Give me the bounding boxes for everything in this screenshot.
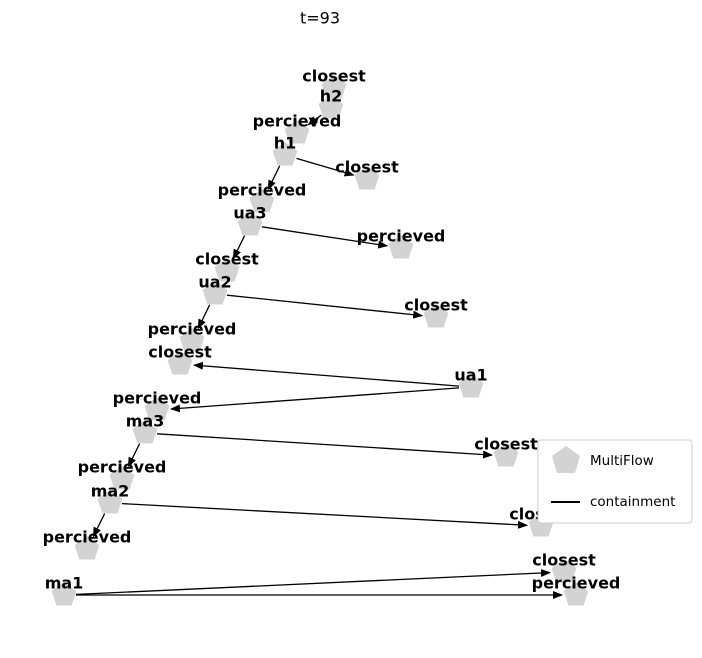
node-shape xyxy=(563,582,589,606)
node-shape xyxy=(74,536,100,560)
edge-ua2-to-closest_ua2r xyxy=(226,294,424,319)
node-ua3[interactable]: ua3 xyxy=(233,204,267,236)
node-ua1[interactable]: ua1 xyxy=(454,366,488,398)
legend-node-label: MultiFlow xyxy=(590,453,654,469)
edges-layer xyxy=(75,114,563,599)
node-ua2[interactable]: ua2 xyxy=(198,273,232,305)
node-shape xyxy=(354,166,380,190)
edge-ma1-to-closest_ma1r xyxy=(75,569,551,596)
node-percieved_closest[interactable]: percieved xyxy=(148,320,237,352)
node-shape xyxy=(321,75,347,99)
graph-title: t=93 xyxy=(300,9,340,28)
node-shape xyxy=(51,582,77,606)
node-label: percieved xyxy=(532,574,621,593)
node-shape xyxy=(167,351,193,375)
node-shape xyxy=(132,420,158,444)
node-shape xyxy=(144,397,170,421)
node-percieved_ma1r[interactable]: percieved xyxy=(532,574,621,606)
edge-ma2-to-percieved_ma1 xyxy=(92,513,106,538)
nodes-layer: closesth2percievedh1closestpercievedua3p… xyxy=(43,67,621,606)
node-percieved_ma1[interactable]: percieved xyxy=(43,528,132,560)
node-ma2[interactable]: ma2 xyxy=(91,482,130,514)
edge-ua1-to-percieved_ma3 xyxy=(170,387,460,413)
node-shape xyxy=(97,490,123,514)
node-ma3[interactable]: ma3 xyxy=(126,412,165,444)
edge-h2-to-percieved_h1 xyxy=(307,114,322,126)
node-closest_ma3r[interactable]: closest xyxy=(474,435,538,467)
node-percieved_ua3[interactable]: percieved xyxy=(218,181,307,213)
node-closest_mid[interactable]: closest xyxy=(148,343,212,375)
node-label: ma3 xyxy=(126,412,165,431)
node-percieved_ua3r[interactable]: percieved xyxy=(357,227,446,259)
node-label: percieved xyxy=(357,227,446,246)
node-label: ua2 xyxy=(198,273,231,292)
node-closest_ua2[interactable]: closest xyxy=(195,250,259,282)
edge-ua1-to-closest_mid xyxy=(193,361,460,387)
node-h1[interactable]: h1 xyxy=(272,134,298,166)
node-label: closest xyxy=(195,250,259,269)
legend: MultiFlow containment xyxy=(537,439,693,524)
node-shape xyxy=(249,189,275,213)
node-label: ua1 xyxy=(454,366,487,385)
node-closest_ua2r[interactable]: closest xyxy=(404,296,468,328)
edge-ma3-to-percieved_ma2 xyxy=(127,443,141,468)
node-label: h2 xyxy=(320,87,343,106)
edge-ua3-to-closest_ua2 xyxy=(232,235,246,260)
node-closest_h2[interactable]: closest xyxy=(302,67,366,99)
node-label: percieved xyxy=(78,458,167,477)
node-shape xyxy=(458,374,484,398)
node-label: closest xyxy=(335,158,399,177)
node-shape xyxy=(214,258,240,282)
node-label: percieved xyxy=(218,181,307,200)
node-label: closest xyxy=(404,296,468,315)
node-shape xyxy=(109,466,135,490)
node-percieved_ma2[interactable]: percieved xyxy=(78,458,167,490)
node-shape xyxy=(272,142,298,166)
node-closest_h1[interactable]: closest xyxy=(335,158,399,190)
node-shape xyxy=(423,304,449,328)
node-label: h1 xyxy=(274,134,297,153)
node-shape xyxy=(493,443,519,467)
edge-ma3-to-closest_ma3r xyxy=(156,433,493,459)
edge-h1-to-closest_h1 xyxy=(296,157,355,177)
node-label: ma1 xyxy=(45,574,84,593)
node-label: closest xyxy=(532,551,596,570)
edge-ma2-to-closest_ma2r xyxy=(121,502,528,529)
node-label: percieved xyxy=(113,389,202,408)
node-label: closest xyxy=(302,67,366,86)
edge-ua2-to-percieved_closest xyxy=(197,304,211,330)
node-shape xyxy=(388,235,414,259)
node-shape xyxy=(179,328,205,352)
node-h2[interactable]: h2 xyxy=(318,87,344,119)
node-percieved_ma3[interactable]: percieved xyxy=(113,389,202,421)
node-label: closest xyxy=(148,343,212,362)
node-shape xyxy=(284,120,310,144)
node-label: percieved xyxy=(148,320,237,339)
legend-node-icon xyxy=(552,446,580,473)
node-label: percieved xyxy=(253,112,342,131)
node-percieved_h1[interactable]: percieved xyxy=(253,112,342,144)
node-shape xyxy=(202,281,228,305)
node-label: percieved xyxy=(43,528,132,547)
node-ma1[interactable]: ma1 xyxy=(45,574,84,606)
node-closest_ma1r[interactable]: closest xyxy=(532,551,596,583)
node-label: ua3 xyxy=(233,204,266,223)
node-label: ma2 xyxy=(91,482,130,501)
edge-ua3-to-percieved_ua3r xyxy=(261,226,389,249)
node-shape xyxy=(551,559,577,583)
node-label: closest xyxy=(474,435,538,454)
node-shape xyxy=(237,212,263,236)
node-shape xyxy=(318,95,344,119)
edge-h1-to-percieved_ua3 xyxy=(267,165,281,191)
legend-edge-label: containment xyxy=(590,494,675,510)
